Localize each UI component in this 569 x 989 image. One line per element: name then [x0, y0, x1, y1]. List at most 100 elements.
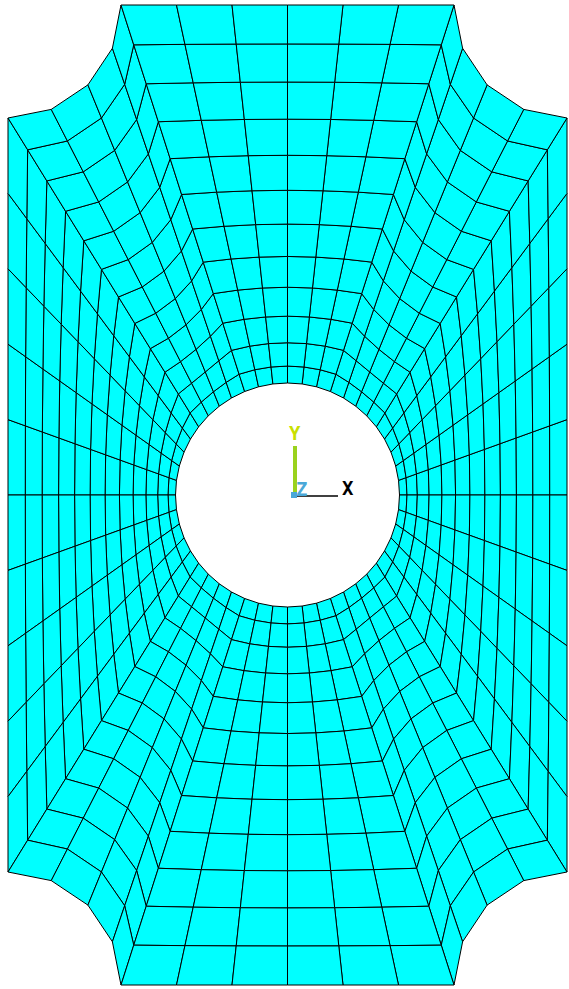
mesh-element: [469, 495, 485, 541]
mesh-element: [201, 119, 248, 156]
mesh-element: [59, 495, 75, 552]
mesh-element: [269, 623, 288, 647]
mesh-element: [252, 765, 287, 799]
mesh-element: [327, 119, 374, 156]
mesh-element: [248, 799, 287, 834]
mesh-element: [240, 871, 287, 908]
mesh-element: [256, 733, 288, 766]
mesh-element: [269, 343, 288, 367]
mesh-element: [209, 798, 252, 834]
mesh-element: [484, 495, 500, 546]
mesh-element: [119, 460, 133, 495]
mesh-element: [366, 120, 417, 158]
mesh-element: [105, 495, 120, 535]
mesh-element: [193, 82, 244, 120]
mesh-element: [244, 317, 269, 346]
mesh-element: [288, 44, 339, 82]
mesh-element: [335, 907, 390, 946]
mesh-element: [236, 44, 287, 82]
mesh-element: [25, 495, 42, 564]
mesh-element: [263, 287, 288, 317]
mesh-element: [374, 868, 429, 907]
mesh-element: [339, 946, 399, 985]
mesh-element: [158, 120, 209, 158]
axis-label: Y: [289, 424, 300, 443]
mesh-element: [366, 831, 417, 869]
mesh-element: [288, 82, 335, 119]
mesh-element: [266, 646, 288, 673]
mesh-element: [288, 287, 313, 317]
mesh-element: [224, 225, 259, 259]
mesh-element: [288, 834, 331, 870]
mesh-element: [271, 606, 287, 624]
mesh-element: [441, 460, 455, 495]
mesh-element: [217, 764, 256, 800]
mesh-element: [185, 44, 240, 83]
mesh-element: [358, 796, 405, 834]
mesh-element: [177, 5, 237, 44]
mesh-element: [231, 257, 262, 290]
mesh-element: [288, 623, 307, 647]
mesh-element: [288, 366, 304, 384]
mesh-element: [259, 702, 287, 734]
mesh-element: [236, 908, 287, 946]
mesh-element: [8, 564, 26, 646]
mesh-element: [319, 191, 358, 227]
mesh-element: [259, 256, 287, 288]
mesh-element: [319, 764, 358, 800]
mesh-element: [244, 119, 287, 155]
mesh-element: [455, 455, 470, 495]
mesh-element: [288, 224, 320, 257]
mesh-element: [170, 796, 217, 834]
mesh-elements: [8, 5, 567, 985]
mesh-element: [25, 426, 42, 495]
mesh-element: [201, 833, 248, 870]
mesh-element: [428, 495, 442, 525]
mesh-element: [8, 420, 25, 495]
mesh-element: [288, 871, 335, 908]
mesh-element: [250, 344, 271, 370]
mesh-element: [146, 868, 201, 907]
mesh-element: [550, 420, 567, 495]
mesh-element: [231, 700, 262, 733]
mesh-element: [288, 316, 310, 343]
mesh-element: [323, 156, 366, 192]
mesh-element: [549, 344, 567, 426]
mesh-element: [339, 5, 399, 44]
mesh-element: [256, 224, 288, 257]
mesh-element: [323, 798, 366, 834]
mesh-element: [75, 444, 91, 495]
mesh-element: [312, 700, 343, 733]
mesh-element: [302, 367, 320, 387]
axis-label: X: [342, 479, 353, 498]
mesh-element: [316, 225, 351, 259]
mesh-element: [121, 5, 185, 45]
mesh-element: [288, 673, 313, 703]
mesh-element: [288, 119, 331, 155]
mesh-element: [516, 432, 533, 495]
mesh-element: [441, 495, 455, 530]
mesh-element: [266, 316, 288, 343]
mesh-element: [532, 357, 550, 432]
mesh-element: [327, 833, 374, 870]
mesh-element: [255, 603, 273, 623]
mesh-element: [90, 449, 106, 495]
mesh-element: [288, 155, 327, 190]
mesh-element: [331, 82, 382, 120]
mesh-element: [309, 288, 337, 319]
mesh-element: [134, 44, 193, 83]
mesh-element: [533, 495, 550, 564]
mesh-element: [288, 606, 304, 624]
mesh-element: [271, 366, 287, 384]
mesh-element: [390, 5, 454, 45]
mesh-element: [358, 157, 405, 195]
mesh-element: [532, 558, 550, 633]
mesh-element: [250, 620, 271, 646]
mesh-element: [119, 495, 133, 530]
mesh-element: [146, 83, 201, 122]
mesh-element: [134, 906, 193, 945]
mesh-element: [209, 156, 252, 192]
mesh-element: [170, 157, 217, 195]
mesh-element: [288, 5, 344, 44]
